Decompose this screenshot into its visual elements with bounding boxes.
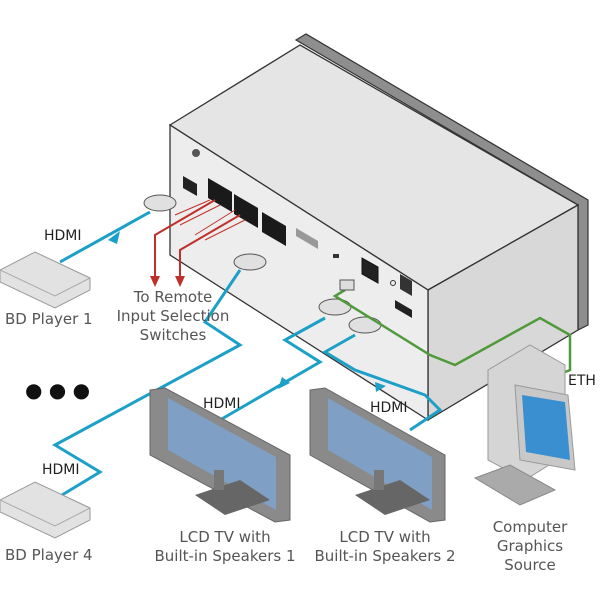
remote-switches-label: To Remote Input Selection Switches <box>108 288 238 344</box>
remote-wires <box>150 199 246 287</box>
computer <box>473 344 576 506</box>
hdmi-label-output-1: HDMI <box>203 396 241 412</box>
arrow-icon <box>108 231 120 244</box>
arrow-down-icon <box>175 276 185 287</box>
bd-player-4-label: BD Player 4 <box>5 546 93 564</box>
remote-label-line-2: Input Selection <box>116 306 230 325</box>
switcher-device <box>168 33 589 422</box>
computer-label-line-3: Source <box>504 555 556 574</box>
remote-input-terminal-1 <box>208 178 232 212</box>
setup-dip-switch <box>296 228 318 249</box>
computer-label-line-1: Computer <box>492 518 568 536</box>
hdmi-label-input-4: HDMI <box>42 462 80 478</box>
tv-1-label-line-2: Built-in Speakers 1 <box>154 546 296 565</box>
computer-label: Computer Graphics Source <box>480 518 580 574</box>
reset-button <box>390 280 396 286</box>
computer-label-line-2: Graphics <box>496 536 564 555</box>
eth-label: ETH <box>568 373 596 389</box>
hdmi-output-2-port <box>395 300 412 318</box>
remote-label-line-1: To Remote <box>133 288 213 306</box>
hdmi-cable-input-4 <box>51 269 243 497</box>
hdmi-cable-input-1 <box>59 210 151 264</box>
power-jack <box>400 274 412 296</box>
hdmi-cables <box>51 210 443 497</box>
hdmi-input-1-port <box>183 176 197 196</box>
hdmi-cable-output-2 <box>322 333 443 432</box>
ethernet-cable <box>332 279 572 382</box>
tv-2-label: LCD TV with Built-in Speakers 2 <box>300 528 470 566</box>
arrow-icon <box>278 377 290 389</box>
rs232-terminal <box>262 212 286 246</box>
ethernet-port <box>361 257 379 284</box>
ellipsis-more-inputs: ● ● ● <box>25 378 91 402</box>
tv-1-label: LCD TV with Built-in Speakers 1 <box>140 528 310 566</box>
tv-2-label-line-1: LCD TV with <box>339 528 431 546</box>
hdmi-label-input-1: HDMI <box>44 228 82 244</box>
arrow-icon <box>375 382 386 392</box>
remote-ir-port <box>192 149 200 157</box>
tv-2-label-line-2: Built-in Speakers 2 <box>314 546 456 565</box>
bd-player-1-label: BD Player 1 <box>5 310 93 328</box>
lcd-tv-2 <box>309 387 446 523</box>
hdmi-label-output-2: HDMI <box>370 400 408 416</box>
mini-usb-port <box>333 254 339 258</box>
bd-player-4 <box>0 481 91 539</box>
remote-label-line-3: Switches <box>139 325 207 344</box>
bd-player-1 <box>0 251 91 309</box>
remote-input-terminal-2 <box>234 194 258 228</box>
hdmi-cable-output-1 <box>219 316 326 422</box>
lcd-tv-1 <box>149 387 291 523</box>
arrow-down-icon <box>150 276 160 287</box>
tv-1-label-line-1: LCD TV with <box>179 528 271 546</box>
